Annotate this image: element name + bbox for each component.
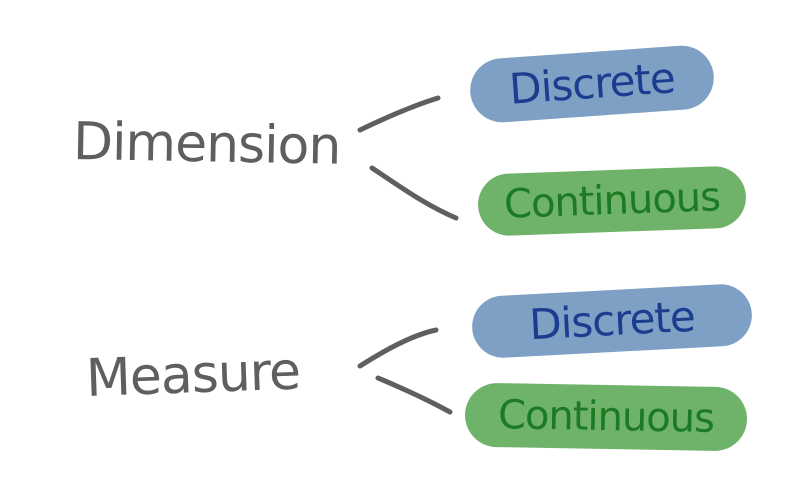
connector-dimension-continuous xyxy=(369,165,459,221)
connector-dimension-discrete xyxy=(357,95,441,133)
node-dimension: Dimension xyxy=(72,112,341,177)
connector-measure-continuous xyxy=(375,375,453,415)
connector-measure-discrete xyxy=(357,327,439,369)
node-dimension-continuous: Continuous xyxy=(476,165,748,237)
node-measure-continuous: Continuous xyxy=(464,382,748,452)
node-label: Discrete xyxy=(528,291,696,350)
node-measure: Measure xyxy=(84,341,301,409)
node-label: Discrete xyxy=(507,53,677,114)
node-label: Continuous xyxy=(503,174,721,228)
node-label: Continuous xyxy=(497,392,715,442)
